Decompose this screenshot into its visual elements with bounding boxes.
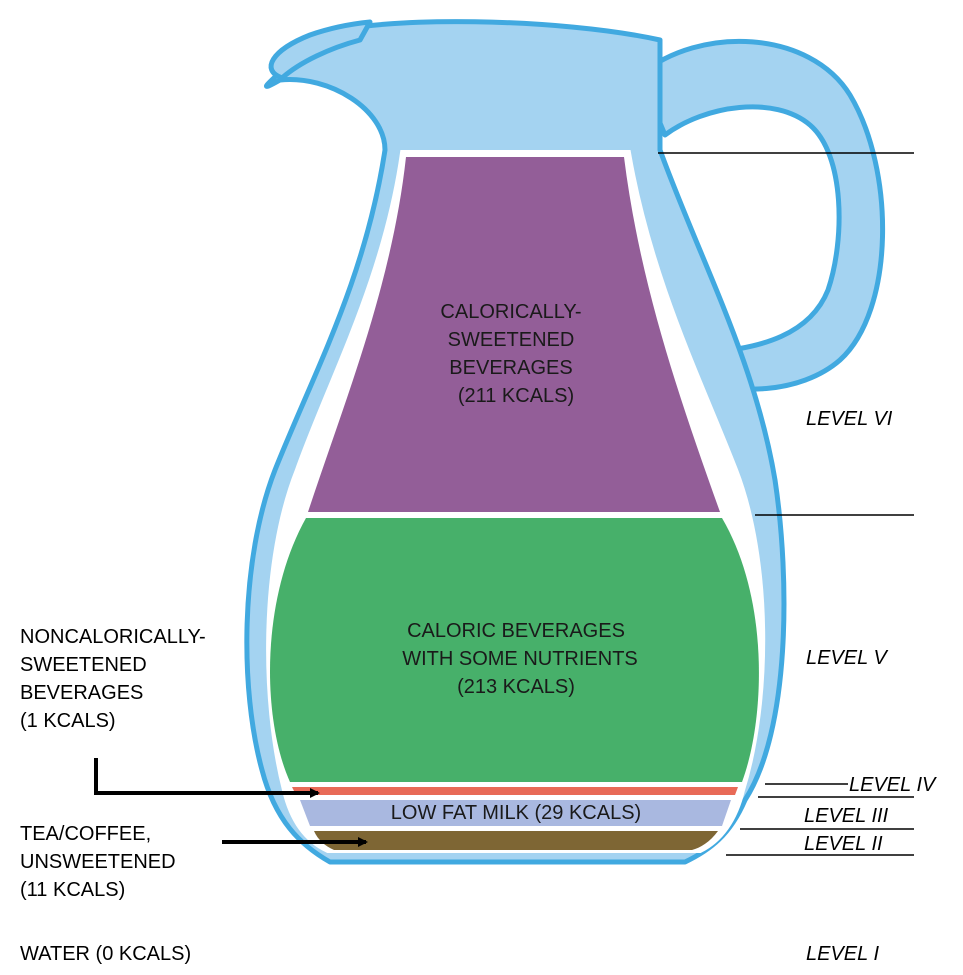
water-label: WATER (0 KCALS) — [20, 943, 191, 965]
noncaloric-line-4: (1 KCALS) — [20, 710, 116, 732]
noncaloric-line-3: BEVERAGES — [20, 682, 143, 704]
level-v-label: LEVEL V — [806, 647, 888, 669]
tea-line-2: UNSWEETENED — [20, 851, 176, 873]
sweetened-line-2: SWEETENED — [448, 329, 575, 351]
level-ii-label: LEVEL II — [804, 833, 883, 855]
noncaloric-line-1: NONCALORICALLY- — [20, 626, 206, 648]
level-vi-label: LEVEL VI — [806, 408, 893, 430]
sweetened-line-3: BEVERAGES — [449, 357, 572, 379]
level-i-label: LEVEL I — [806, 943, 879, 965]
sweetened-line-4: (211 KCALS) — [458, 385, 574, 407]
level-iv-label: LEVEL IV — [849, 774, 937, 796]
caloric-line-1: CALORIC BEVERAGES — [407, 620, 625, 642]
caloric-line-3: (213 KCALS) — [457, 676, 575, 698]
sweetened-line-1: CALORICALLY- — [440, 301, 581, 323]
segment-tea — [314, 831, 718, 850]
level-iii-label: LEVEL III — [804, 805, 889, 827]
tea-line-3: (11 KCALS) — [20, 879, 125, 901]
noncaloric-line-2: SWEETENED — [20, 654, 147, 676]
milk-label: LOW FAT MILK (29 KCALS) — [391, 802, 641, 824]
segment-noncaloric — [292, 787, 738, 795]
tea-line-1: TEA/COFFEE, — [20, 823, 151, 845]
caloric-line-2: WITH SOME NUTRIENTS — [402, 648, 638, 670]
